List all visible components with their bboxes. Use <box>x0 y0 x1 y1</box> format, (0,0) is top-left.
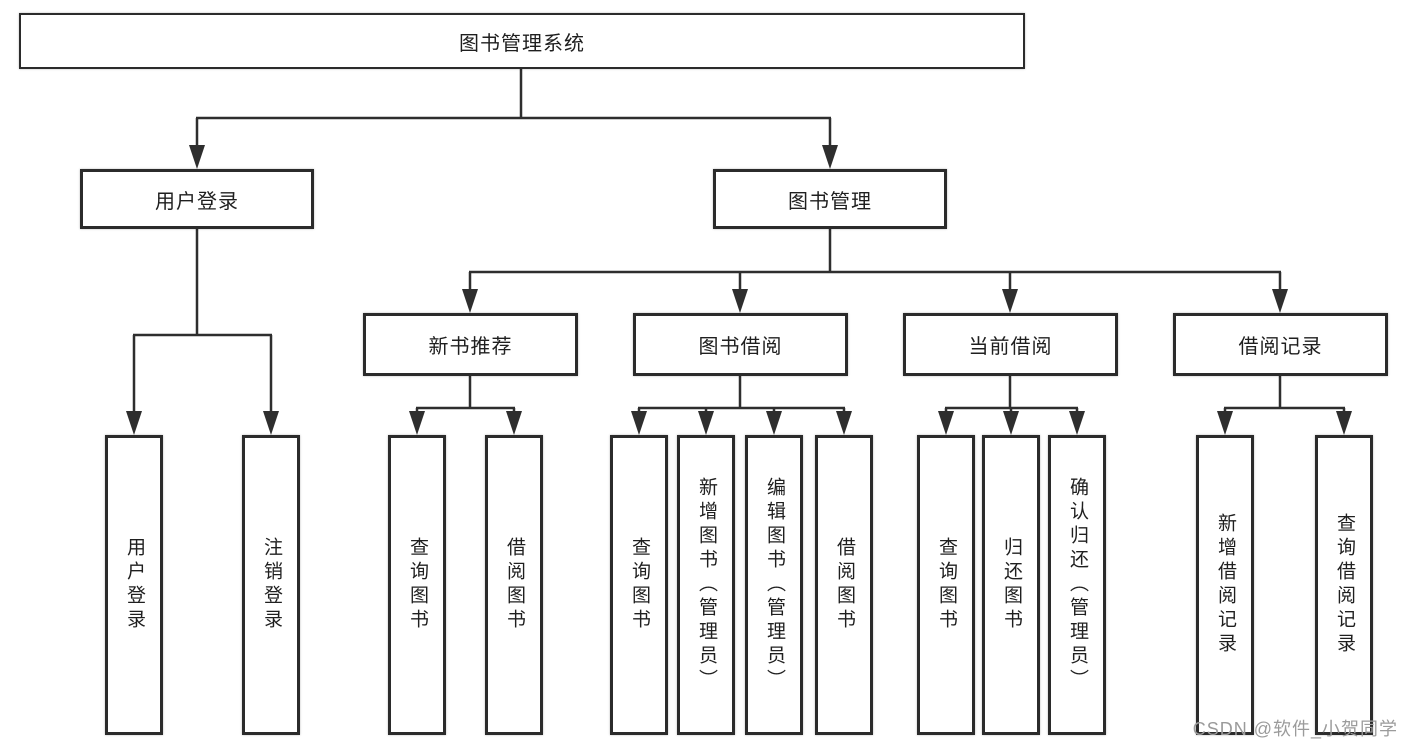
leaf-logout: 注销登录 <box>242 435 300 735</box>
leaf-borrow-books-recommend: 借阅图书 <box>485 435 543 735</box>
node-label: 新增图书（管理员） <box>695 477 717 693</box>
arrow-down-icon <box>1003 411 1019 435</box>
node-label: 查询借阅记录 <box>1333 513 1355 657</box>
arrow-down-icon <box>1217 411 1233 435</box>
arrow-down-icon <box>766 411 782 435</box>
arrow-down-icon <box>1069 411 1085 435</box>
node-label: 用户登录 <box>123 537 145 633</box>
node-borrowing-records: 借阅记录 <box>1173 313 1388 376</box>
node-current-borrowing: 当前借阅 <box>903 313 1118 376</box>
branch-book-management <box>462 229 1288 313</box>
arrow-down-icon <box>506 411 522 435</box>
arrow-down-icon <box>1336 411 1352 435</box>
arrow-down-icon <box>462 289 478 313</box>
branch-current-borrowing <box>938 376 1085 435</box>
node-label: 当前借阅 <box>968 336 1053 358</box>
branch-borrowing-records <box>1217 376 1352 435</box>
node-label: 借阅图书 <box>833 537 855 633</box>
arrow-down-icon <box>126 411 142 435</box>
node-label: 图书管理系统 <box>459 32 585 55</box>
arrow-down-icon <box>836 411 852 435</box>
arrow-down-icon <box>698 411 714 435</box>
arrow-down-icon <box>631 411 647 435</box>
leaf-query-books-borrow: 查询图书 <box>610 435 668 735</box>
node-label: 图书借阅 <box>698 336 783 358</box>
leaf-query-borrow-record: 查询借阅记录 <box>1315 435 1373 735</box>
node-label: 查询图书 <box>628 537 650 633</box>
leaf-return-book: 归还图书 <box>982 435 1040 735</box>
branch-book-borrowing <box>631 376 852 435</box>
node-label: 新书推荐 <box>428 336 513 358</box>
node-label: 图书管理 <box>788 190 872 213</box>
leaf-add-borrow-record: 新增借阅记录 <box>1196 435 1254 735</box>
node-book-borrowing: 图书借阅 <box>633 313 848 376</box>
arrow-down-icon <box>189 145 205 169</box>
node-label: 注销登录 <box>260 537 282 633</box>
arrow-down-icon <box>732 289 748 313</box>
node-label: 借阅记录 <box>1238 336 1323 358</box>
branch-new-book-recommendation <box>409 376 522 435</box>
node-label: 查询图书 <box>935 537 957 633</box>
leaf-borrow-books: 借阅图书 <box>815 435 873 735</box>
arrow-down-icon <box>409 411 425 435</box>
node-label: 确认归还（管理员） <box>1066 477 1088 693</box>
arrow-down-icon <box>263 411 279 435</box>
node-book-management: 图书管理 <box>713 169 947 229</box>
arrow-down-icon <box>1002 289 1018 313</box>
node-library-management-system: 图书管理系统 <box>19 13 1025 69</box>
node-label: 借阅图书 <box>503 537 525 633</box>
node-user-login: 用户登录 <box>80 169 314 229</box>
node-label: 编辑图书（管理员） <box>763 477 785 693</box>
node-label: 查询图书 <box>406 537 428 633</box>
node-label: 新增借阅记录 <box>1214 513 1236 657</box>
node-label: 用户登录 <box>155 190 239 213</box>
arrow-down-icon <box>822 145 838 169</box>
node-label: 归还图书 <box>1000 537 1022 633</box>
leaf-user-login: 用户登录 <box>105 435 163 735</box>
leaf-add-book-admin: 新增图书（管理员） <box>677 435 735 735</box>
node-new-book-recommendation: 新书推荐 <box>363 313 578 376</box>
leaf-query-books-current: 查询图书 <box>917 435 975 735</box>
leaf-confirm-return-admin: 确认归还（管理员） <box>1048 435 1106 735</box>
arrow-down-icon <box>938 411 954 435</box>
branch-user-login <box>126 229 279 435</box>
csdn-watermark: CSDN @软件_小贺同学 <box>1192 719 1398 739</box>
arrow-down-icon <box>1272 289 1288 313</box>
branch-root <box>189 69 838 169</box>
leaf-edit-book-admin: 编辑图书（管理员） <box>745 435 803 735</box>
leaf-query-books-recommend: 查询图书 <box>388 435 446 735</box>
